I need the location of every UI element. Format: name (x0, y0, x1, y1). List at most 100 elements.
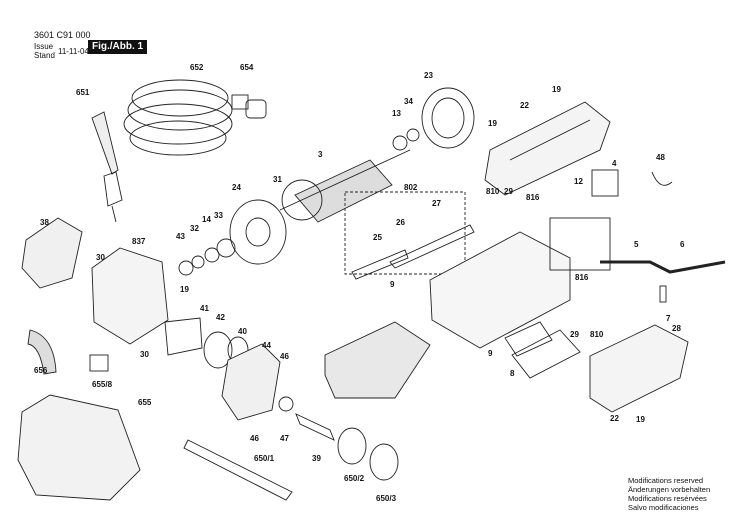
label-13: 13 (392, 109, 401, 118)
label-41: 41 (200, 304, 209, 313)
figure-badge: Fig./Abb. 1 (88, 40, 148, 54)
elbow-656-drawing (27, 329, 57, 375)
label-810: 810 (486, 187, 500, 196)
flange-650-2-drawing (337, 427, 367, 465)
label-4: 4 (612, 159, 617, 168)
header: 3601 C91 000 Issue Stand 11-11-04 (34, 30, 91, 64)
gear-42-drawing (203, 331, 233, 369)
label-19: 19 (488, 119, 497, 128)
clamp-7-drawing (659, 285, 667, 303)
label-32: 32 (190, 224, 199, 233)
fan-31-drawing (281, 179, 323, 221)
motor-housing-drawing (429, 231, 571, 349)
label-24: 24 (232, 183, 241, 192)
washer-47-drawing (278, 396, 294, 412)
label-26: 26 (396, 218, 405, 227)
label-46: 46 (250, 434, 259, 443)
label-48: 48 (656, 153, 665, 162)
label-655: 655 (138, 398, 152, 407)
label-650-1: 650/1 (254, 454, 275, 463)
part-number: 3601 C91 000 (34, 30, 91, 40)
fan-guard-drawing (421, 87, 475, 149)
label-33: 33 (214, 211, 223, 220)
part-43-drawing (178, 260, 194, 276)
label-29: 29 (504, 187, 513, 196)
gasket-41-drawing (164, 317, 203, 356)
label-654: 654 (240, 63, 254, 72)
gear-housing-837-drawing (91, 247, 169, 345)
nut-650-3-drawing (369, 443, 399, 481)
holder-25-drawing (351, 249, 409, 280)
clip-655-8-drawing (89, 354, 109, 372)
modification-notes: Modifications reserved Änderungen vorbeh… (628, 476, 710, 512)
label-22: 22 (610, 414, 619, 423)
label-30: 30 (96, 253, 105, 262)
upper-housing-drawing (484, 101, 611, 196)
switch-4-drawing (591, 169, 619, 197)
label-651: 651 (76, 88, 90, 97)
label-19: 19 (180, 285, 189, 294)
label-656: 656 (34, 366, 48, 375)
label-12: 12 (574, 177, 583, 186)
label-8: 8 (510, 369, 515, 378)
part-drawings (17, 79, 726, 501)
issue-block: Issue Stand 11-11-04 (34, 42, 91, 64)
flange-44-drawing (221, 343, 281, 421)
label-30: 30 (140, 350, 149, 359)
label-47: 47 (280, 434, 289, 443)
label-25: 25 (373, 233, 382, 242)
label-9: 9 (488, 349, 493, 358)
label-46: 46 (280, 352, 289, 361)
label-27: 27 (432, 199, 441, 208)
label-19: 19 (636, 415, 645, 424)
part-33-drawing (216, 238, 236, 258)
plate-8-drawing (511, 329, 581, 379)
label-650-2: 650/2 (344, 474, 365, 483)
holder-26-drawing (389, 224, 475, 269)
label-29: 29 (570, 330, 579, 339)
label-650-3: 650/3 (376, 494, 397, 503)
lower-housing-drawing (589, 324, 689, 413)
label-802: 802 (404, 183, 418, 192)
label-34: 34 (404, 97, 413, 106)
label-38: 38 (40, 218, 49, 227)
label-42: 42 (216, 313, 225, 322)
label-837: 837 (132, 237, 146, 246)
part-labels: 651 652 654 23 19 22 34 13 19 3 31 802 8… (34, 63, 685, 503)
plate-9-drawing (504, 321, 553, 357)
handle-drawing (91, 111, 123, 223)
part-32-drawing (191, 255, 205, 269)
label-9: 9 (390, 280, 395, 289)
armature-drawing (279, 149, 411, 223)
label-6: 6 (680, 240, 685, 249)
spring-48-drawing (651, 171, 673, 186)
stator-drawing (324, 321, 431, 399)
guard-38-drawing (21, 217, 83, 289)
label-810: 810 (590, 330, 604, 339)
label-655-8: 655/8 (92, 380, 113, 389)
cable-6-drawing (600, 260, 726, 274)
electronics-drawing (549, 217, 611, 271)
note-es: Salvo modificaciones (628, 503, 699, 512)
note-fr: Modifications resérvées (628, 494, 707, 503)
hose-coil-drawing (123, 79, 233, 156)
label-3: 3 (318, 150, 323, 159)
bearing-13-drawing (392, 135, 408, 151)
bearing-34-drawing (406, 128, 420, 142)
parts-set-802-box (344, 191, 466, 275)
label-22: 22 (520, 101, 529, 110)
label-19: 19 (552, 85, 561, 94)
bearing-flange-drawing (229, 199, 287, 265)
issue-label: Issue Stand (34, 42, 55, 60)
label-44: 44 (262, 341, 271, 350)
label-39: 39 (312, 454, 321, 463)
label-43: 43 (176, 232, 185, 241)
label-7: 7 (666, 314, 671, 323)
hood-655-drawing (17, 394, 141, 501)
label-816: 816 (575, 273, 589, 282)
label-14: 14 (202, 215, 211, 224)
issue-date: 11-11-04 (58, 47, 89, 56)
label-40: 40 (238, 327, 247, 336)
note-en: Modifications reserved (628, 476, 704, 485)
